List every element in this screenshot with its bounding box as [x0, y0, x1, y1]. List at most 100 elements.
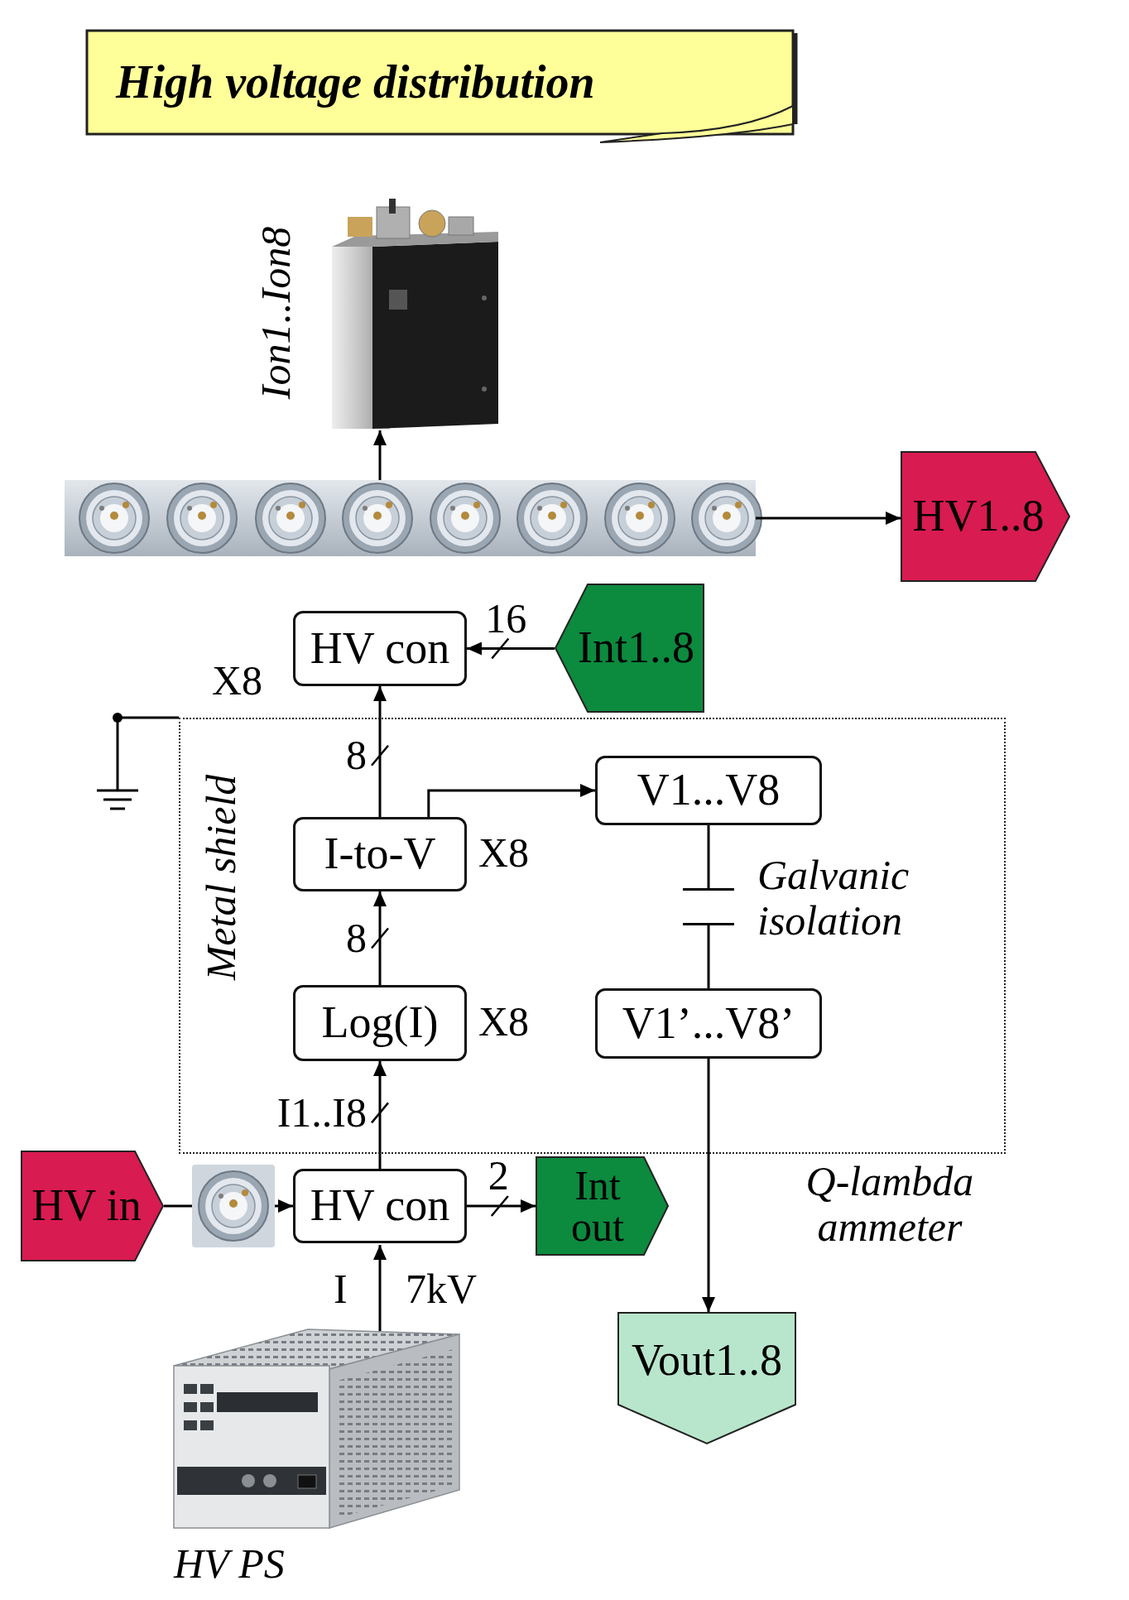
feed-arrow	[379, 430, 382, 481]
power-supply-knob	[241, 1474, 255, 1488]
node-text: Vout1..8	[631, 1335, 783, 1385]
input-tag: HV in	[20, 1150, 164, 1262]
node-text: Metal shield	[198, 774, 245, 981]
output-tag: Vout1..8	[617, 1311, 797, 1445]
power-supply-panel	[177, 1466, 327, 1495]
tag-outline	[536, 1157, 668, 1255]
power-supply-button	[183, 1420, 197, 1431]
multiplicity-label: X8	[478, 830, 529, 876]
hv-connector	[691, 483, 762, 553]
converter-box: I-to-V	[293, 816, 467, 892]
ion-pump-fitting	[347, 216, 373, 237]
connector-box: HV con	[293, 610, 467, 687]
bus-width-label: 8	[345, 915, 367, 961]
connector-arrow	[707, 1058, 711, 1312]
isolation-capacitor-link	[682, 825, 735, 989]
ion-pump-plate	[389, 289, 408, 310]
connector-arrow	[428, 790, 596, 817]
ground-wire	[117, 717, 179, 791]
hv-input-connector-plate	[192, 1164, 275, 1248]
connector-strip	[64, 480, 756, 557]
node-text: V1’...V8’	[622, 999, 795, 1048]
signal-label: 7kV	[405, 1266, 477, 1312]
connector-arrow	[379, 686, 382, 817]
label-wrap: HV PS	[173, 1541, 285, 1587]
junction-dot	[112, 712, 123, 723]
title-wrap: High voltage distribution	[115, 57, 596, 109]
log-amp-box: Log(I)	[293, 984, 467, 1062]
node-text: HV con	[310, 1181, 451, 1230]
tag-outline	[21, 1151, 164, 1261]
edge-label-wrap: 16	[485, 595, 527, 642]
ion-pump-fitting	[448, 216, 474, 236]
bus-slash	[371, 928, 389, 949]
node-text: HV1..8	[912, 491, 1045, 541]
label-wrap: Galvanic isolation	[757, 852, 965, 944]
interlock-tag: Int out	[535, 1156, 669, 1256]
label-wrap: Q-lambda ammeter	[765, 1158, 1014, 1250]
voltage-box: V1...V8	[595, 755, 822, 826]
label-wrap: 7kV	[405, 1266, 477, 1312]
hv-connector	[342, 483, 413, 553]
hv-connector	[167, 483, 237, 553]
tag-outline	[901, 451, 1070, 582]
bus-width-label: 8	[345, 732, 367, 779]
multiplicity-label: X8	[478, 999, 529, 1045]
node-text: I-to-V	[324, 829, 437, 879]
pump-label: Ion1..Ion8	[253, 226, 299, 399]
connector-box: HV con	[293, 1168, 467, 1244]
edge-label-wrap: 8	[345, 732, 367, 779]
power-supply-button	[200, 1383, 214, 1394]
hv-connector	[79, 483, 149, 553]
ion-pump-screw	[481, 386, 487, 392]
power-supply-vents	[337, 1349, 454, 1519]
feed-arrow	[379, 1244, 382, 1331]
ion-pump-screw	[481, 295, 487, 301]
output-tag: HV1..8	[900, 451, 1071, 582]
hv-connector	[517, 483, 587, 553]
hv-connector	[255, 483, 326, 553]
connector-arrow	[466, 647, 555, 650]
power-supply-side	[329, 1334, 460, 1528]
isolated-voltage-box: V1’...V8’	[595, 988, 822, 1059]
device-label: Q-lambda ammeter	[765, 1158, 1014, 1250]
bus-slash	[371, 1102, 389, 1123]
callout-shadow	[793, 33, 798, 125]
power-supply-display	[216, 1392, 318, 1413]
ion-pump-fitting	[389, 198, 396, 214]
label-wrap: I	[333, 1266, 348, 1312]
bus-slash	[491, 1196, 509, 1216]
diagram-title: High voltage distribution	[115, 57, 596, 109]
bus-width-label: 2	[488, 1153, 510, 1199]
ground-symbol	[96, 790, 139, 809]
edge-label-wrap: I1..I8	[277, 1090, 367, 1136]
multiplicity-label: X8	[211, 658, 263, 704]
power-supply-knob	[263, 1474, 277, 1488]
shield-label-wrap: Metal shield	[198, 774, 245, 981]
note-label: Galvanic isolation	[757, 852, 965, 944]
ion-pump-body	[372, 241, 499, 429]
ion-pump-fitting	[418, 210, 446, 237]
power-supply-button	[200, 1420, 214, 1431]
callout-tail	[600, 105, 793, 143]
bus-width-label: 16	[485, 595, 527, 642]
node-text: HV in	[31, 1181, 142, 1230]
tag-outline	[555, 584, 704, 712]
device-label: HV PS	[173, 1541, 285, 1587]
label-wrap: X8	[478, 999, 529, 1045]
tag-outline	[618, 1312, 796, 1444]
hv-connector	[430, 483, 500, 553]
feed-arrow	[755, 517, 901, 520]
label-wrap: X8	[478, 830, 529, 876]
bus-width-label: I1..I8	[277, 1090, 367, 1136]
edge-label-wrap: 2	[488, 1153, 510, 1199]
node-text: HV con	[310, 624, 451, 673]
hv-input-connector	[198, 1171, 269, 1241]
bus-slash	[491, 638, 509, 659]
node-text: Int1..8	[577, 623, 695, 673]
bus-slash	[371, 745, 389, 766]
power-supply-button	[183, 1383, 197, 1394]
